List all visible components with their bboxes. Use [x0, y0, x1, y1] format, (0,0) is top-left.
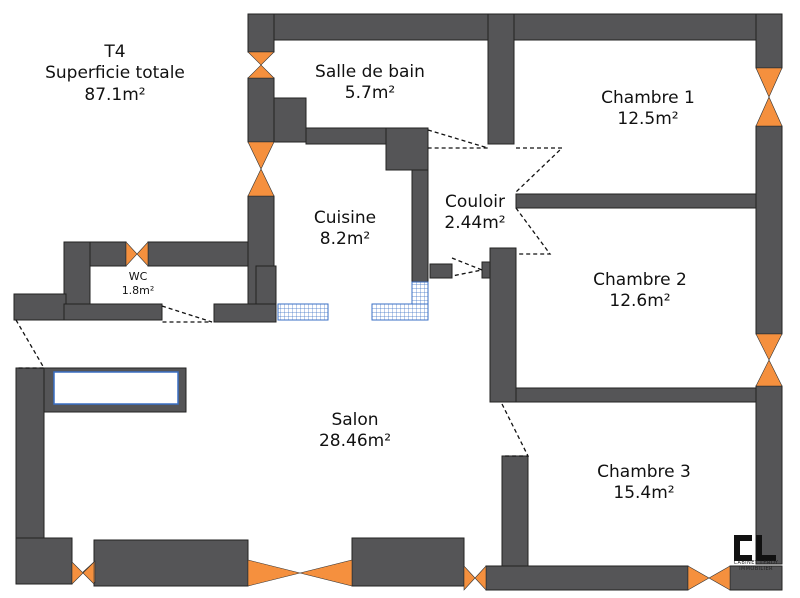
wall [15, 537, 73, 585]
room-salle-de-bain: Salle de bain 5.7m² [300, 62, 440, 105]
room-name: Chambre 1 [601, 88, 695, 108]
room-name: Couloir [445, 192, 505, 212]
door [15, 319, 46, 369]
wall [255, 265, 277, 307]
total-area-label: Superficie totale [45, 63, 185, 84]
wall [247, 77, 275, 143]
room-salon: Salon 28.46m² [290, 410, 420, 453]
logo-line-2: IMMOBILIER [739, 566, 773, 572]
wall [63, 303, 163, 321]
room-name: Chambre 2 [593, 270, 687, 290]
wall [13, 293, 67, 321]
wall [485, 565, 689, 591]
room-chambre-2: Chambre 2 12.6m² [570, 270, 710, 313]
door [515, 207, 552, 255]
agency-logo [734, 535, 776, 561]
room-chambre-1: Chambre 1 12.5m² [578, 88, 718, 131]
wall [351, 537, 465, 587]
wall [489, 247, 517, 403]
window [247, 559, 353, 587]
wall [755, 13, 783, 69]
room-name: WC [128, 270, 148, 283]
wall [429, 263, 453, 279]
window [71, 561, 95, 585]
room-area: 2.44m² [444, 213, 506, 234]
wall [147, 241, 249, 267]
door [515, 147, 564, 193]
door [427, 129, 489, 149]
door [451, 257, 485, 277]
room-chambre-3: Chambre 3 15.4m² [574, 462, 714, 505]
wall [515, 193, 757, 209]
room-area: 28.46m² [318, 431, 392, 452]
room-couloir: Couloir 2.44m² [430, 192, 520, 235]
window [463, 565, 487, 591]
apartment-type: T4 [104, 42, 126, 62]
doors [15, 129, 564, 457]
door [501, 403, 530, 457]
wall [515, 387, 757, 403]
plan-title-block: T4 Superficie totale 87.1m² [20, 42, 210, 106]
room-area: 8.2m² [319, 229, 371, 250]
window [247, 141, 275, 197]
room-area: 1.8m² [121, 283, 155, 297]
windows [71, 51, 783, 591]
room-name: Cuisine [313, 208, 377, 228]
cabinet [43, 367, 187, 413]
window [125, 241, 149, 267]
wall [385, 127, 429, 171]
wall [411, 169, 429, 283]
total-area-value: 87.1m² [84, 84, 146, 105]
room-area: 12.6m² [609, 291, 671, 312]
room-area: 15.4m² [613, 483, 675, 504]
wall [63, 241, 91, 307]
room-area: 5.7m² [344, 83, 396, 104]
room-name: Salon [331, 410, 379, 430]
room-name: Chambre 3 [597, 462, 691, 482]
wall [487, 13, 515, 145]
agency-logo-text: CABINET LEROY IMMOBILIER [727, 560, 785, 572]
window [687, 565, 731, 591]
wall [755, 125, 783, 335]
wall [755, 385, 783, 565]
window [755, 333, 783, 387]
logo-line-1: CABINET LEROY [733, 560, 779, 566]
wall [213, 303, 277, 323]
wall [247, 13, 275, 53]
wall [273, 97, 307, 143]
room-cuisine: Cuisine 8.2m² [290, 208, 400, 251]
room-name: Salle de bain [315, 62, 425, 82]
wall [501, 455, 529, 567]
door [161, 305, 213, 323]
tiled-floor [277, 281, 429, 321]
room-area: 12.5m² [617, 109, 679, 130]
room-wc: WC 1.8m² [110, 270, 166, 298]
walls [13, 13, 783, 591]
wall [93, 539, 249, 587]
window [247, 51, 275, 79]
wall [15, 367, 45, 539]
window [755, 67, 783, 127]
